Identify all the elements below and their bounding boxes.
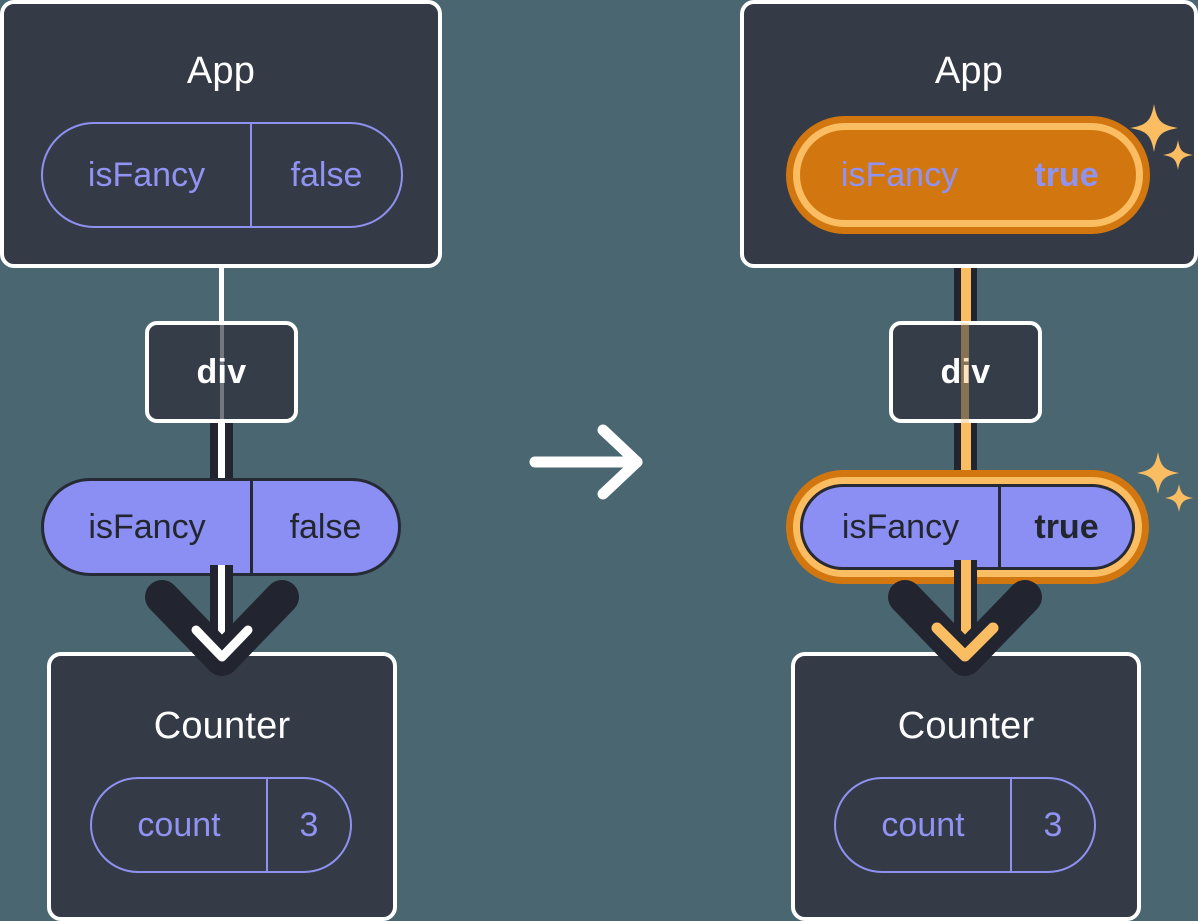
pill-key: isFancy	[88, 507, 206, 546]
connector-app-to-div-left	[219, 266, 224, 321]
connector-behind-div-left	[220, 321, 224, 423]
connector-div-to-pill-left-core	[218, 420, 225, 490]
pill-key: count	[137, 805, 221, 844]
prop-pill-before: isFancy false	[41, 478, 401, 576]
sparkle-icon-prop-pill	[1134, 450, 1194, 522]
prop-pill-after: isFancy true	[800, 484, 1135, 570]
counter-title-before: Counter	[153, 705, 291, 747]
arrowhead-to-counter-right	[883, 575, 1048, 680]
pill-value: 3	[266, 779, 350, 871]
pill-value: false	[250, 481, 398, 573]
app-title-before: App	[186, 50, 256, 92]
connector-div-to-pill-right-core	[961, 420, 971, 490]
highlight-ring-inner	[793, 123, 1143, 227]
app-state-pill-before: isFancy false	[41, 122, 403, 228]
pill-value: 3	[1010, 779, 1094, 871]
pill-key: isFancy	[840, 155, 959, 194]
app-title-after: App	[934, 50, 1004, 92]
connector-pill-to-counter-left-core	[218, 565, 225, 660]
connector-behind-div-right	[961, 323, 969, 423]
connector-pill-to-counter-right-core	[961, 560, 971, 660]
connector-app-to-div-right-core	[961, 245, 971, 323]
div-node-label: div	[940, 352, 991, 391]
pill-key: count	[881, 805, 965, 844]
pill-value: false	[250, 124, 401, 226]
sparkle-icon-app-pill	[1128, 102, 1194, 182]
pill-key: isFancy	[87, 155, 206, 194]
pill-key: isFancy	[841, 507, 960, 546]
arrowhead-to-counter-left	[140, 575, 305, 680]
app-state-pill-after: isFancy true	[800, 130, 1136, 220]
pill-value: true	[998, 487, 1132, 567]
counter-state-pill-before: count 3	[90, 777, 352, 873]
div-node-before: div	[145, 321, 298, 423]
div-node-label: div	[196, 352, 247, 391]
highlight-ring-app-pill-after	[786, 116, 1150, 234]
counter-state-pill-after: count 3	[834, 777, 1096, 873]
pill-value: true	[997, 132, 1134, 218]
counter-title-after: Counter	[897, 705, 1035, 747]
div-node-after: div	[889, 321, 1042, 423]
transition-arrow-right-icon	[527, 420, 652, 505]
